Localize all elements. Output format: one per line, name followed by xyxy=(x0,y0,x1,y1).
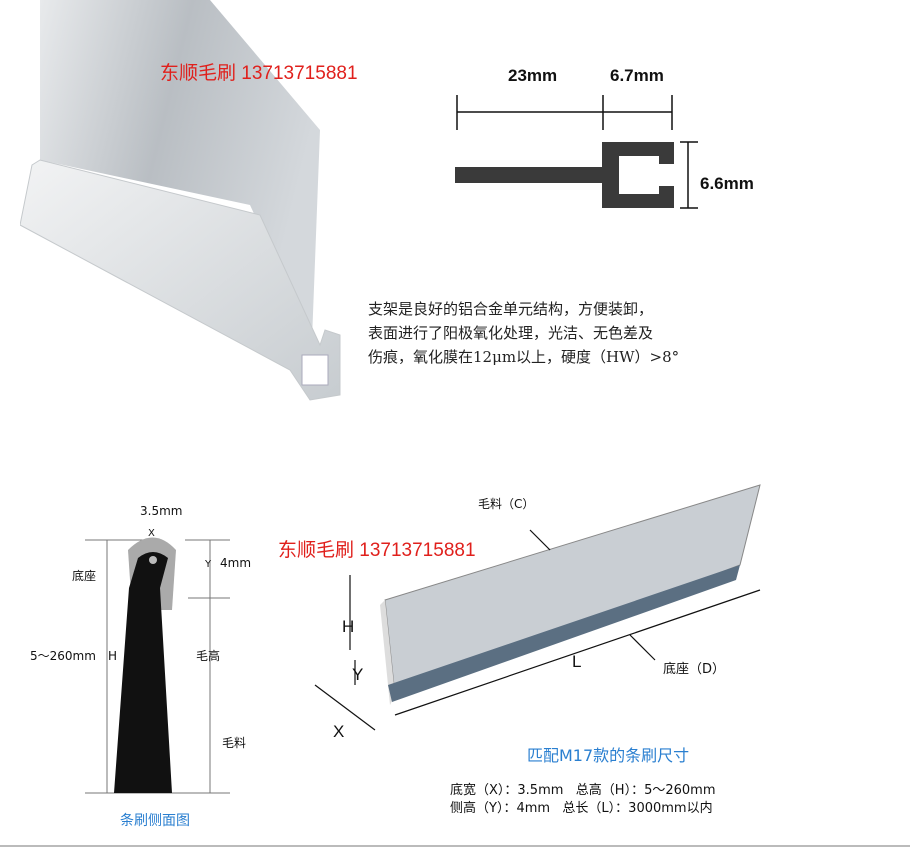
side-h-label: H xyxy=(108,649,118,663)
bristle-c-label: 毛料（C） xyxy=(478,497,535,511)
l-label: L xyxy=(572,652,582,671)
h-label: H xyxy=(342,617,355,636)
width-b-label: 6.7mm xyxy=(610,66,664,85)
base-d-label: 底座（D） xyxy=(663,662,726,677)
spec-title: 匹配M17款的条刷尺寸 xyxy=(527,746,690,765)
brush-3d-drawing xyxy=(314,484,761,731)
watermark-text: 东顺毛刷 13713715881 xyxy=(160,63,358,84)
spec-line: 底宽（X）：3.5mm 总高（H）：5～260mm xyxy=(450,783,716,798)
base-label: 底座 xyxy=(72,569,97,583)
brush-side-view xyxy=(85,537,230,794)
watermark-text: 东顺毛刷 13713715881 xyxy=(278,540,476,561)
bristle-height-label: 毛高 xyxy=(196,649,221,663)
side-y-value: 4mm xyxy=(220,556,252,570)
bottom-divider xyxy=(0,845,910,847)
profile-cross-section xyxy=(455,95,698,209)
bristle-label: 毛料 xyxy=(222,736,247,750)
spec-line: 侧高（Y）：4mm 总长（L）：3000mm以内 xyxy=(450,801,713,816)
x-label: X xyxy=(333,722,345,741)
description-line: 表面进行了阳极氧化处理，光洁、无色差及 xyxy=(368,324,654,342)
aluminum-profile-photo xyxy=(20,0,341,401)
description: 支架是良好的铝合金单元结构，方便装卸， 表面进行了阳极氧化处理，光洁、无色差及 … xyxy=(368,297,679,369)
description-line: 支架是良好的铝合金单元结构，方便装卸， xyxy=(368,300,654,318)
height-label: 6.6mm xyxy=(700,174,754,193)
side-y-label: Y xyxy=(205,559,212,570)
y-label: Y xyxy=(352,665,364,684)
side-width-label: 3.5mm xyxy=(140,504,183,518)
side-x-label: X xyxy=(148,528,155,539)
description-line: 伤痕，氧化膜在12μm以上，硬度（HW）>8° xyxy=(368,348,680,366)
width-a-label: 23mm xyxy=(508,66,558,85)
side-view-caption: 条刷侧面图 xyxy=(120,813,190,829)
height-range-label: 5～260mm xyxy=(30,649,96,663)
